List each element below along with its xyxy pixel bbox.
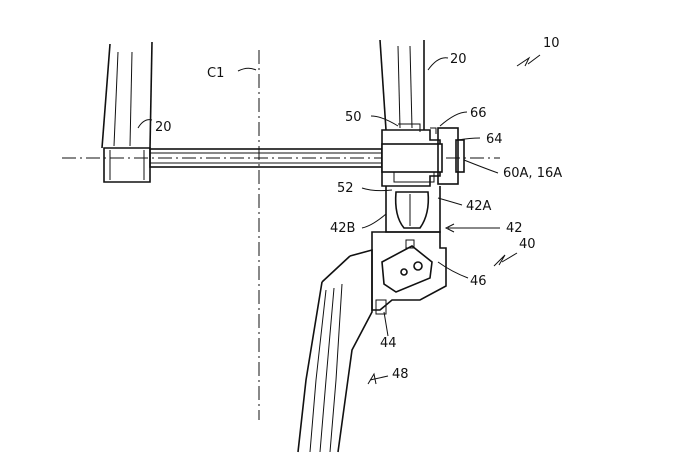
label-part-60a: 60A, 16A [503, 166, 562, 181]
label-part-64: 64 [486, 132, 503, 147]
leader-lines [137, 54, 541, 385]
label-axis-c1: C1 [207, 66, 224, 81]
body-42 [385, 186, 441, 233]
label-part-66: 66 [470, 106, 487, 121]
label-part-42: 42 [506, 221, 523, 236]
mechanism-40 [371, 231, 447, 315]
lever-48 [297, 248, 373, 453]
label-part-50: 50 [345, 110, 362, 125]
label-assembly-10: 10 [543, 36, 560, 51]
label-part-42b: 42B [330, 221, 355, 236]
label-part-42a: 42A [466, 199, 492, 214]
label-part-46: 46 [470, 274, 487, 289]
label-part-52: 52 [337, 181, 354, 196]
label-frame-left-20: 20 [155, 120, 172, 135]
left-frame [101, 41, 153, 183]
label-part-40: 40 [519, 237, 536, 252]
right-frame [379, 39, 425, 131]
label-part-44: 44 [380, 336, 397, 351]
label-part-48: 48 [392, 367, 409, 382]
hub-bracket [381, 123, 465, 187]
label-frame-right-20: 20 [450, 52, 467, 67]
